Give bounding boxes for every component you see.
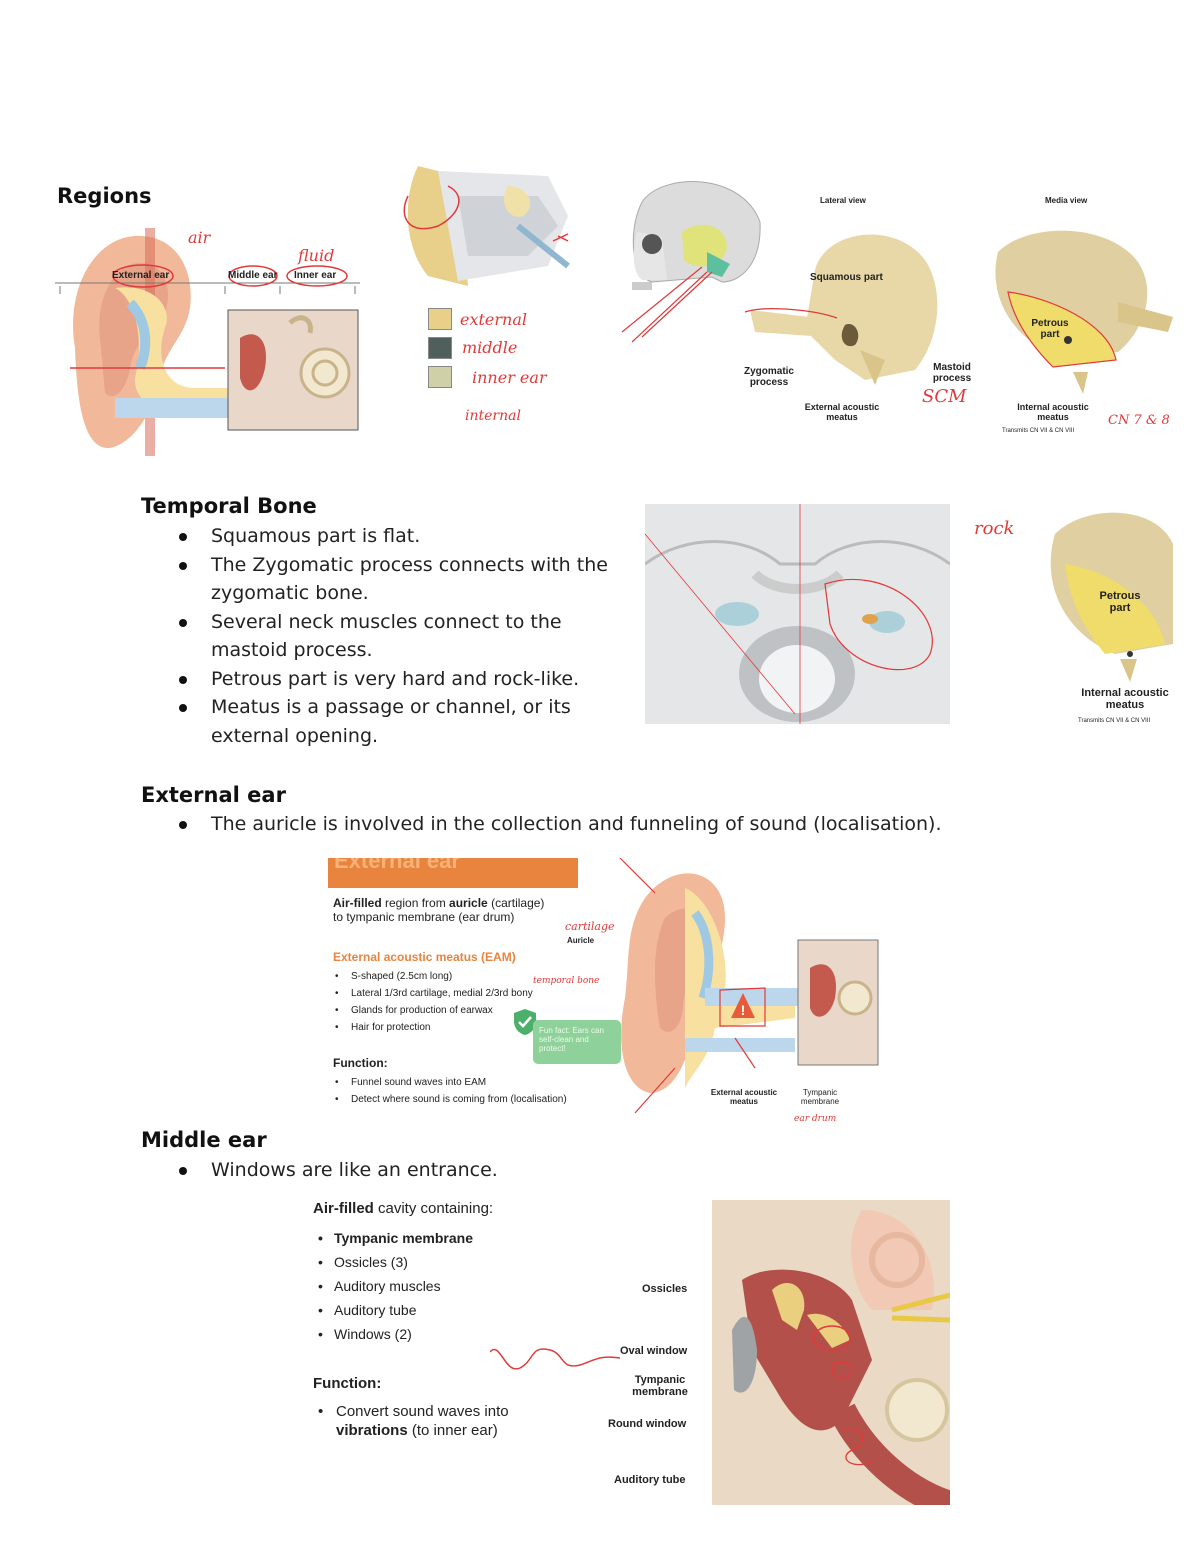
petrous-figure [1025, 504, 1173, 684]
slide-title: External ear [334, 858, 460, 873]
bullet-dot: • [318, 1403, 324, 1420]
list-item: Ossicles (3) [316, 1250, 473, 1274]
slide-title-bar: External ear [328, 858, 578, 888]
note-temporal-bone: temporal bone [533, 976, 600, 986]
slide-function-list: Funnel sound waves into EAM Detect where… [333, 1074, 567, 1108]
middle-intro-rest: cavity containing: [373, 1200, 494, 1217]
label-mastoid: Mastoid process [932, 362, 972, 384]
list-item: S-shaped (2.5cm long) [333, 968, 533, 985]
list-item: Tympanic membrane [316, 1226, 473, 1250]
list-item: Hair for protection [333, 1019, 533, 1036]
temporal-bone-bullets: Squamous part is flat. The Zygomatic pro… [141, 522, 631, 750]
legend-note-inner: inner ear [472, 368, 547, 387]
legend-note-external: external [460, 310, 527, 329]
label-petrous: Petrous part [1099, 590, 1141, 614]
skull-base-figure [645, 504, 950, 724]
list-item: Several neck muscles connect to the mast… [141, 608, 631, 665]
list-item: Auditory tube [316, 1298, 473, 1322]
label-middle-ear: Middle ear [228, 270, 278, 281]
list-item: Windows are like an entrance. [141, 1156, 741, 1185]
slide-intro-line2: to tympanic membrane (ear drum) [333, 910, 515, 924]
note-rock: rock [974, 518, 1015, 539]
middle-ear-bullets: Windows are like an entrance. [141, 1156, 741, 1185]
slide-intro-bold2: auricle [449, 896, 488, 910]
note-air: air [188, 228, 211, 247]
note-cn78: CN 7 & 8 [1108, 413, 1170, 428]
middle-func-bold: vibrations [336, 1422, 408, 1439]
temporal-bone-medial-figure [968, 222, 1173, 397]
list-item: Glands for production of earwax [333, 1002, 533, 1019]
list-item: Windows (2) [316, 1322, 473, 1346]
label-tympanic-slide: Tympanic membrane [800, 1088, 840, 1106]
fun-fact-box: Fun fact: Ears can self-clean and protec… [533, 1020, 621, 1064]
legend-swatch-middle [428, 337, 452, 359]
label-auricle: Auricle [567, 936, 595, 945]
squiggle-annotation [490, 1348, 620, 1370]
list-item: The auricle is involved in the collectio… [141, 810, 1021, 839]
middle-intro-bold: Air-filled [313, 1200, 374, 1217]
middle-function-title: Function: [313, 1375, 382, 1392]
label-internal-meatus-sub-2: Transmits CN VII & CN VIII [1078, 718, 1151, 724]
slide-function-title: Function: [333, 1056, 388, 1070]
middle-function-text: • Convert sound waves into vibrations (t… [316, 1402, 509, 1440]
legend-note-middle: middle [462, 338, 518, 357]
ear-section-figure [398, 156, 578, 296]
label-tympanic-membrane: Tympanic membrane [632, 1374, 688, 1398]
slide-intro-end: (cartilage) [487, 896, 545, 910]
label-oval-window: Oval window [620, 1345, 688, 1357]
label-internal-meatus: Internal acoustic meatus [1017, 402, 1089, 422]
label-ext-meatus-slide: External acoustic meatus [710, 1088, 778, 1106]
list-item: The Zygomatic process connects with the … [141, 551, 631, 608]
external-ear-heading: External ear [141, 783, 286, 807]
label-external-meatus: External acoustic meatus [804, 402, 880, 422]
middle-func-line1: Convert sound waves into [336, 1403, 509, 1420]
label-internal-meatus-sub: Transmits CN VII & CN VIII [1002, 428, 1075, 434]
list-item: Petrous part is very hard and rock-like. [141, 665, 631, 694]
note-scm: SCM [922, 386, 967, 407]
list-item: Lateral 1/3rd cartilage, medial 2/3rd bo… [333, 985, 533, 1002]
slide-eam-list: S-shaped (2.5cm long) Lateral 1/3rd cart… [333, 968, 533, 1036]
regions-heading: Regions [57, 184, 152, 208]
list-item: Detect where sound is coming from (local… [333, 1091, 567, 1108]
middle-ear-figure [712, 1200, 950, 1505]
label-inner-ear: Inner ear [294, 270, 337, 281]
label-petrous-medial: Petrous part [1031, 318, 1069, 340]
middle-ear-heading: Middle ear [141, 1128, 267, 1152]
list-item: Auditory muscles [316, 1274, 473, 1298]
slide-intro-mid: region from [381, 896, 450, 910]
svg-text:!: ! [741, 1002, 746, 1018]
label-external-ear: External ear [112, 270, 170, 281]
middle-func-rest: (to inner ear) [407, 1422, 498, 1439]
temporal-bone-heading: Temporal Bone [141, 494, 317, 518]
label-zygomatic: Zygomatic process [743, 366, 794, 388]
middle-slide-intro: Air-filled cavity containing: [313, 1200, 493, 1217]
label-ossicles: Ossicles [642, 1283, 688, 1295]
shield-check-icon [512, 1008, 538, 1036]
legend-swatch-inner [428, 366, 452, 388]
label-squamous: Squamous part [810, 272, 883, 283]
skull-figure [612, 172, 762, 352]
slide-intro-bold1: Air-filled [333, 896, 382, 910]
note-fluid: fluid [298, 246, 335, 265]
label-round-window: Round window [608, 1418, 687, 1430]
external-ear-figure: ! [615, 858, 880, 1118]
medial-view-title: Media view [1045, 196, 1088, 205]
temporal-bone-lateral-figure [745, 210, 945, 390]
middle-slide-list: Tympanic membrane Ossicles (3) Auditory … [316, 1226, 473, 1346]
note-cartilage: cartilage [565, 920, 615, 933]
lateral-view-title: Lateral view [820, 196, 866, 205]
label-auditory-tube: Auditory tube [614, 1474, 686, 1486]
list-item: Funnel sound waves into EAM [333, 1074, 567, 1091]
list-item: Squamous part is flat. [141, 522, 631, 551]
external-ear-bullets: The auricle is involved in the collectio… [141, 810, 1021, 839]
slide-intro: Air-filled region from auricle (cartilag… [333, 896, 544, 924]
ear-regions-figure [55, 228, 360, 456]
note-eardrum: ear drum [794, 1114, 837, 1124]
slide-eam-title: External acoustic meatus (EAM) [333, 950, 516, 964]
legend-swatch-external [428, 308, 452, 330]
label-internal-meatus-2: Internal acoustic meatus [1081, 687, 1169, 711]
legend-note-internal: internal [465, 408, 521, 424]
list-item: Meatus is a passage or channel, or its e… [141, 693, 631, 750]
